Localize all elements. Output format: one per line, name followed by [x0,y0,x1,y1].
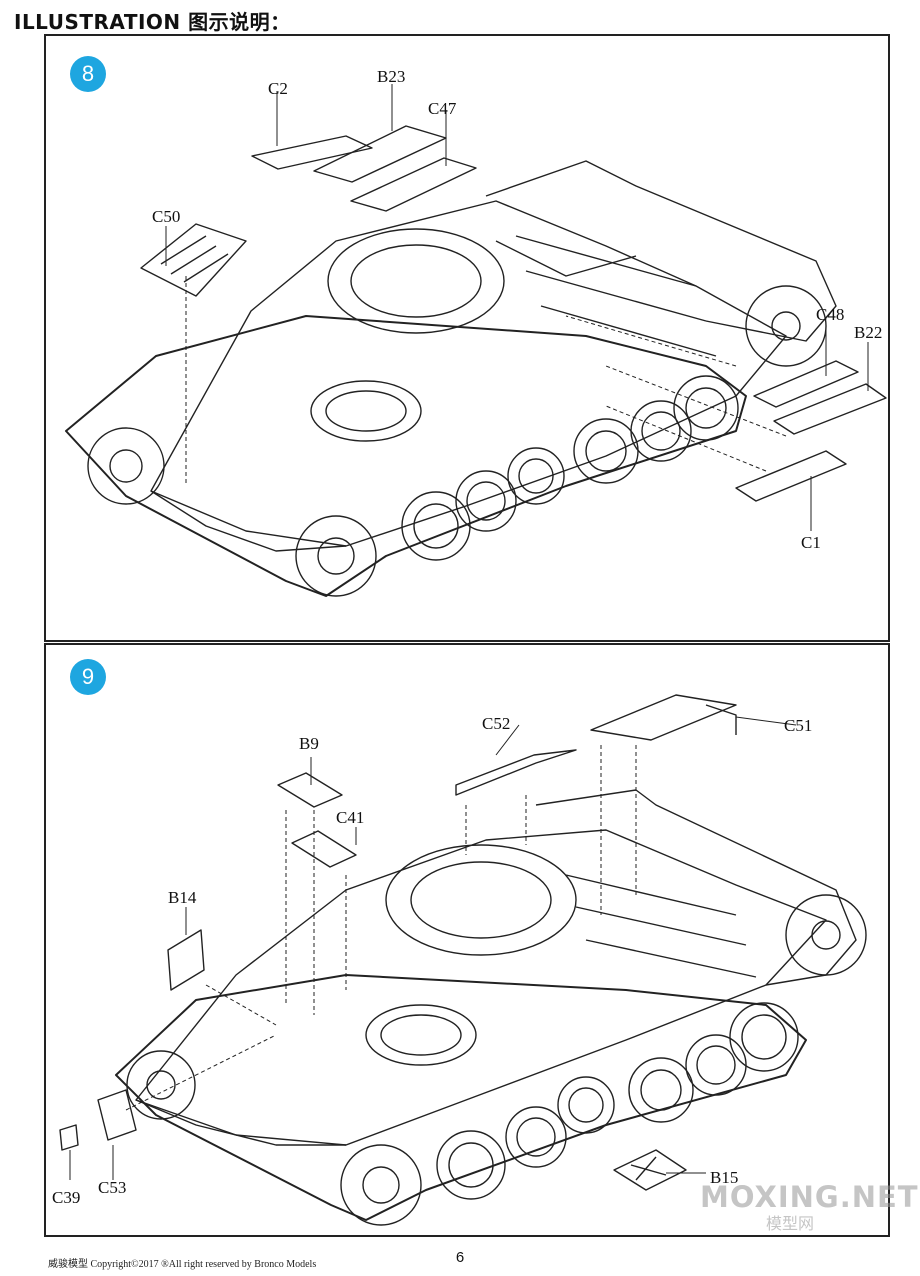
watermark: MOXING.NET 模型网 [700,1180,919,1234]
step-8-panel: 8 [44,34,890,642]
label-b15: B15 [710,1168,738,1187]
part-c39 [59,1124,79,1151]
far-track [535,789,857,986]
part-b9 [277,772,343,808]
copyright-notice: 威骏模型 Copyright©2017 ®All right reserved … [48,1259,317,1270]
step-9-panel: 9 [44,643,890,1237]
label-c41: C41 [336,808,364,827]
part-b15 [613,1149,687,1191]
far-track [485,160,837,342]
drive-sprocket [340,1144,422,1226]
hull-side [135,1099,346,1146]
hull-side [150,490,347,552]
part-b14 [167,929,205,991]
step-8-diagram: C2 B23 C47 C50 C48 B22 C1 [65,67,887,597]
label-c48: C48 [816,305,844,324]
label-c39: C39 [52,1188,80,1207]
step-9-badge: 9 [70,659,106,695]
near-track [65,315,747,597]
part-b23 [313,125,447,183]
part-c1 [735,450,847,502]
page-number: 6 [455,1249,465,1266]
label-c52: C52 [482,714,510,733]
label-b22: B22 [854,323,882,342]
idler-wheel [785,894,867,976]
label-c1: C1 [801,533,821,552]
watermark-line-1: MOXING.NET [700,1180,919,1214]
label-b23: B23 [377,67,405,86]
page-header: ILLUSTRATION 图示说明： [14,10,291,34]
turret-ring [385,844,577,956]
hatch-ring [365,1004,477,1066]
part-c47 [350,157,477,212]
part-c50 [140,223,247,297]
part-b22 [773,383,887,435]
label-c51: C51 [784,716,812,735]
step-8-badge: 8 [70,56,106,92]
turret-ring [327,228,505,334]
idler-wheel [745,285,827,367]
label-c47: C47 [428,99,457,118]
label-b14: B14 [168,888,197,907]
label-c53: C53 [98,1178,126,1197]
label-b9: B9 [299,734,319,753]
part-c41 [291,830,357,868]
part-c48 [753,360,859,408]
drive-sprocket [295,515,377,597]
label-c50: C50 [152,207,180,226]
label-c2: C2 [268,79,288,98]
hatch-ring [310,380,422,442]
part-c2 [251,135,373,170]
hull-upper [135,829,827,1146]
step-9-diagram: B9 C41 C52 C51 B14 C39 C53 B15 [52,694,867,1226]
part-c51 [590,694,737,741]
watermark-line-2: 模型网 [765,1214,814,1233]
part-c53 [97,1089,137,1141]
part-c52 [455,749,577,796]
